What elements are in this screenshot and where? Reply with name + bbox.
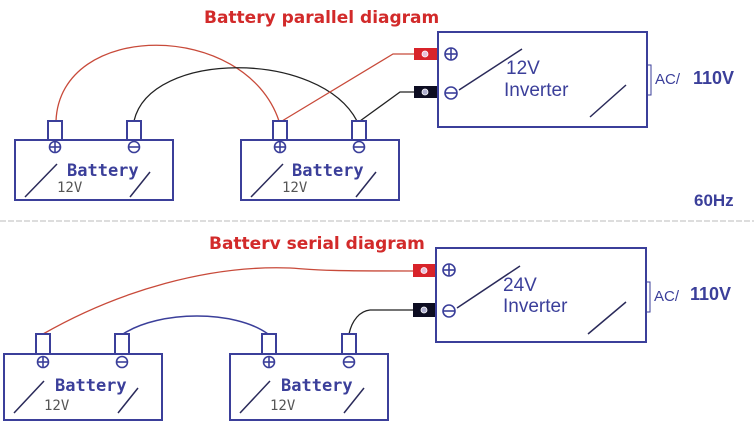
decorative-slash [129,171,151,198]
serial-battery-1: Battery 12V [3,333,163,421]
battery-voltage: 12V [44,398,70,414]
plus-icon [262,355,276,369]
plus-icon [444,47,458,61]
inverter-label: Inverter [504,80,569,101]
decorative-slash [343,387,365,414]
battery-voltage: 12V [57,180,83,196]
inverter-voltage: 12V [506,58,540,79]
parallel-title: Battery parallel diagram [204,8,439,28]
battery-body [3,353,163,421]
parallel-inverter: 12V Inverter [414,31,652,128]
decorative-slash [456,265,521,309]
serial-negative-inverter-wire [348,309,414,335]
positive-terminal-post [261,333,277,355]
decorative-slash [589,84,627,118]
positive-terminal-post [35,333,51,355]
decorative-slash [355,171,377,198]
inverter-body [435,247,647,343]
decorative-slash [239,380,271,414]
output-frequency: 60Hz [694,191,734,210]
plus-icon [36,355,50,369]
serial-link-wire [122,315,269,335]
inverter-label: Inverter [503,296,568,317]
output-voltage: 110V [693,68,734,88]
battery-body [240,139,400,201]
decorative-slash [587,301,627,335]
battery-voltage: 12V [282,180,308,196]
parallel-diagram: Battery parallel diagram Battery 12V [14,8,734,210]
parallel-negative-inverter-wire [359,91,414,122]
battery-body [229,353,389,421]
minus-icon [127,140,141,154]
inverter-voltage: 24V [503,275,537,296]
battery-label: Battery [55,376,127,396]
negative-terminal-post [341,333,357,355]
terminal-screw-icon [420,267,428,274]
battery-voltage: 12V [270,398,296,414]
output-voltage: 110V [690,284,731,304]
minus-icon [352,140,366,154]
plus-icon [442,263,456,277]
negative-terminal-post [351,120,367,141]
parallel-battery-1: Battery 12V [14,120,174,201]
serial-inverter: 24V Inverter [413,247,651,343]
minus-icon [342,355,356,369]
minus-icon [444,86,458,100]
serial-title: Batterv serial diagram [209,234,425,254]
terminal-screw-icon [421,88,429,96]
parallel-battery-2: Battery 12V [240,120,400,201]
parallel-positive-inverter-wire [281,53,414,122]
parallel-positive-link-wire [55,44,280,122]
minus-icon [442,304,456,318]
serial-positive-inverter-wire [42,267,415,335]
plus-icon [48,140,62,154]
output-port [646,64,652,96]
negative-terminal-post [126,120,142,141]
battery-body [14,139,174,201]
positive-terminal-post [272,120,288,141]
battery-label: Battery [67,161,139,181]
positive-terminal-post [47,120,63,141]
serial-battery-2: Battery 12V [229,333,389,421]
minus-icon [115,355,129,369]
negative-terminal-post [114,333,130,355]
decorative-slash [250,163,284,198]
decorative-slash [117,387,139,414]
battery-label: Battery [281,376,353,396]
decorative-slash [24,163,58,198]
decorative-slash [13,380,45,414]
decorative-slash [458,48,523,91]
terminal-screw-icon [420,306,428,314]
plus-icon [273,140,287,154]
terminal-screw-icon [421,50,429,58]
output-port [645,281,651,313]
serial-diagram: Batterv serial diagram Battery 12V B [3,234,731,421]
battery-label: Battery [292,161,364,181]
ac-prefix: AC/ [655,71,681,88]
parallel-negative-link-wire [133,67,358,122]
ac-prefix: AC/ [654,288,680,305]
